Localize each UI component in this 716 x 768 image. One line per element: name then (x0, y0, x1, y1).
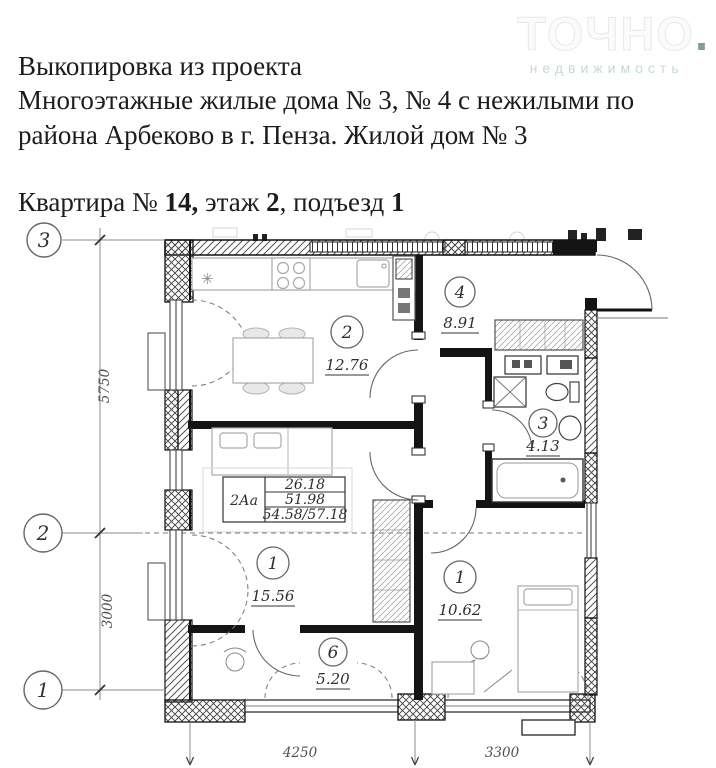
header-line-3: района Арбеково в г. Пенза. Жилой дом № … (18, 120, 528, 150)
window-sill-upper (147, 332, 166, 391)
svg-text:1: 1 (455, 568, 466, 588)
bathroom-door-arc (491, 409, 533, 451)
left-wall-windows (169, 299, 183, 621)
unit-info-table: 2Аа 26.18 51.98 54.58/57.18 (202, 467, 353, 533)
svg-text:3: 3 (538, 414, 549, 434)
room-label-hall: 4 8.91 (441, 276, 479, 334)
unit-type: 2Аа (229, 493, 258, 509)
dining-table (232, 337, 314, 384)
room-label-kitchen: 2 12.76 (325, 315, 369, 376)
entrance-label: , подъезд (279, 187, 391, 217)
axis-annotations: 3 2 1 5750 3000 (23, 222, 165, 710)
interior-walls (188, 255, 585, 700)
svg-text:1: 1 (268, 554, 279, 574)
entrance-door-arc (596, 254, 653, 311)
entrance-door (596, 254, 668, 319)
bottom-witness-lines (189, 720, 591, 764)
room-labels: 2 12.76 4 8.91 3 4.13 1 15.56 1 10.62 (251, 276, 560, 690)
stool-icon (470, 640, 490, 660)
dining-set (232, 327, 314, 395)
apartment-info: Квартира № 14, этаж 2, подъезд 1 (18, 187, 405, 218)
svg-text:2: 2 (341, 323, 353, 343)
living-wardrobe (372, 499, 411, 623)
svg-text:8.91: 8.91 (443, 314, 476, 332)
bottom-arrows (185, 756, 595, 766)
room-label-bedroom: 1 10.62 (438, 560, 482, 621)
svg-text:4.13: 4.13 (525, 437, 559, 455)
axis-1-label: 1 (37, 678, 50, 702)
loggia-door-arc (252, 629, 301, 677)
dimension-ticks (94, 234, 106, 696)
dim-3000: 3000 (100, 593, 116, 628)
vent-symbol-icon: ✳ (201, 272, 214, 288)
top-window-band-left (309, 241, 446, 253)
floor-plan: ✳ (23, 222, 668, 766)
floor-label: этаж (198, 187, 267, 217)
total-area-value: 51.98 (285, 492, 325, 508)
window-sill-lower (147, 562, 166, 621)
svg-text:6: 6 (328, 643, 339, 663)
shower-icon (493, 376, 527, 408)
top-wall-stubs (253, 228, 642, 242)
entrance-number: 1 (391, 187, 405, 217)
axis-2-label: 2 (36, 521, 50, 545)
room-label-bathroom: 3 4.13 (525, 408, 560, 457)
utility-column (392, 255, 416, 321)
axis-circle-1 (23, 670, 63, 710)
floor-number: 2 (266, 187, 280, 217)
svg-text:5.20: 5.20 (316, 670, 350, 688)
svg-text:12.76: 12.76 (326, 356, 369, 374)
living-area-value: 26.18 (284, 477, 325, 493)
watermark-logo: ТОЧНО. недвижимость (517, 7, 710, 77)
apartment-number: 14, (164, 187, 199, 217)
desk (431, 661, 475, 695)
kitchen-fixtures: ✳ (191, 255, 416, 395)
hall-wardrobe (494, 319, 584, 351)
svg-text:15.56: 15.56 (252, 587, 295, 605)
watermark-brand: ТОЧНО. (517, 7, 710, 60)
dim-4250: 4250 (282, 745, 318, 761)
dryer-icon (546, 355, 579, 375)
header-line-1: Выкопировка из проекта (18, 51, 302, 81)
living-furniture (211, 427, 333, 672)
svg-text:4: 4 (454, 283, 466, 303)
axis-circle-3 (26, 222, 62, 258)
dim-3300: 3300 (485, 745, 520, 761)
bottom-dimensions: 4250 3300 (185, 720, 595, 766)
full-area-value: 54.58/57.18 (263, 507, 348, 523)
bedroom-furniture (372, 499, 579, 695)
top-window-band-right (464, 241, 554, 253)
axis-circle-2 (23, 513, 63, 553)
svg-text:10.62: 10.62 (439, 601, 482, 619)
living-door-arc (369, 451, 419, 501)
apartment-label: Квартира № (18, 187, 165, 217)
bathroom-sink-icon (558, 415, 582, 441)
interior-doors (252, 349, 533, 677)
cutoff-upper-floor-fixtures (212, 227, 525, 240)
room-label-living: 1 15.56 (251, 546, 295, 607)
watermark-subtitle: недвижимость (529, 60, 684, 76)
axis-3-label: 3 (38, 228, 51, 252)
header-line-2: Многоэтажные жилые дома № 3, № 4 с нежил… (18, 85, 635, 115)
room-label-loggia: 6 5.20 (316, 637, 350, 690)
stove-icon (271, 257, 311, 291)
toilet-icon (545, 381, 580, 403)
exterior-walls (147, 239, 598, 736)
loggia-chair (223, 647, 247, 672)
exterior-ledge (521, 719, 576, 736)
bedroom-door-arc (430, 507, 477, 554)
watermark-dot: . (694, 7, 710, 60)
door-jambs (411, 331, 495, 504)
bathtub-icon (491, 458, 584, 503)
bathroom-fixtures (491, 355, 584, 503)
washing-machine-icon (504, 355, 542, 375)
dim-5750: 5750 (97, 368, 113, 403)
kitchen-door-arc (369, 349, 419, 399)
kitchen-sink-icon (356, 259, 390, 288)
